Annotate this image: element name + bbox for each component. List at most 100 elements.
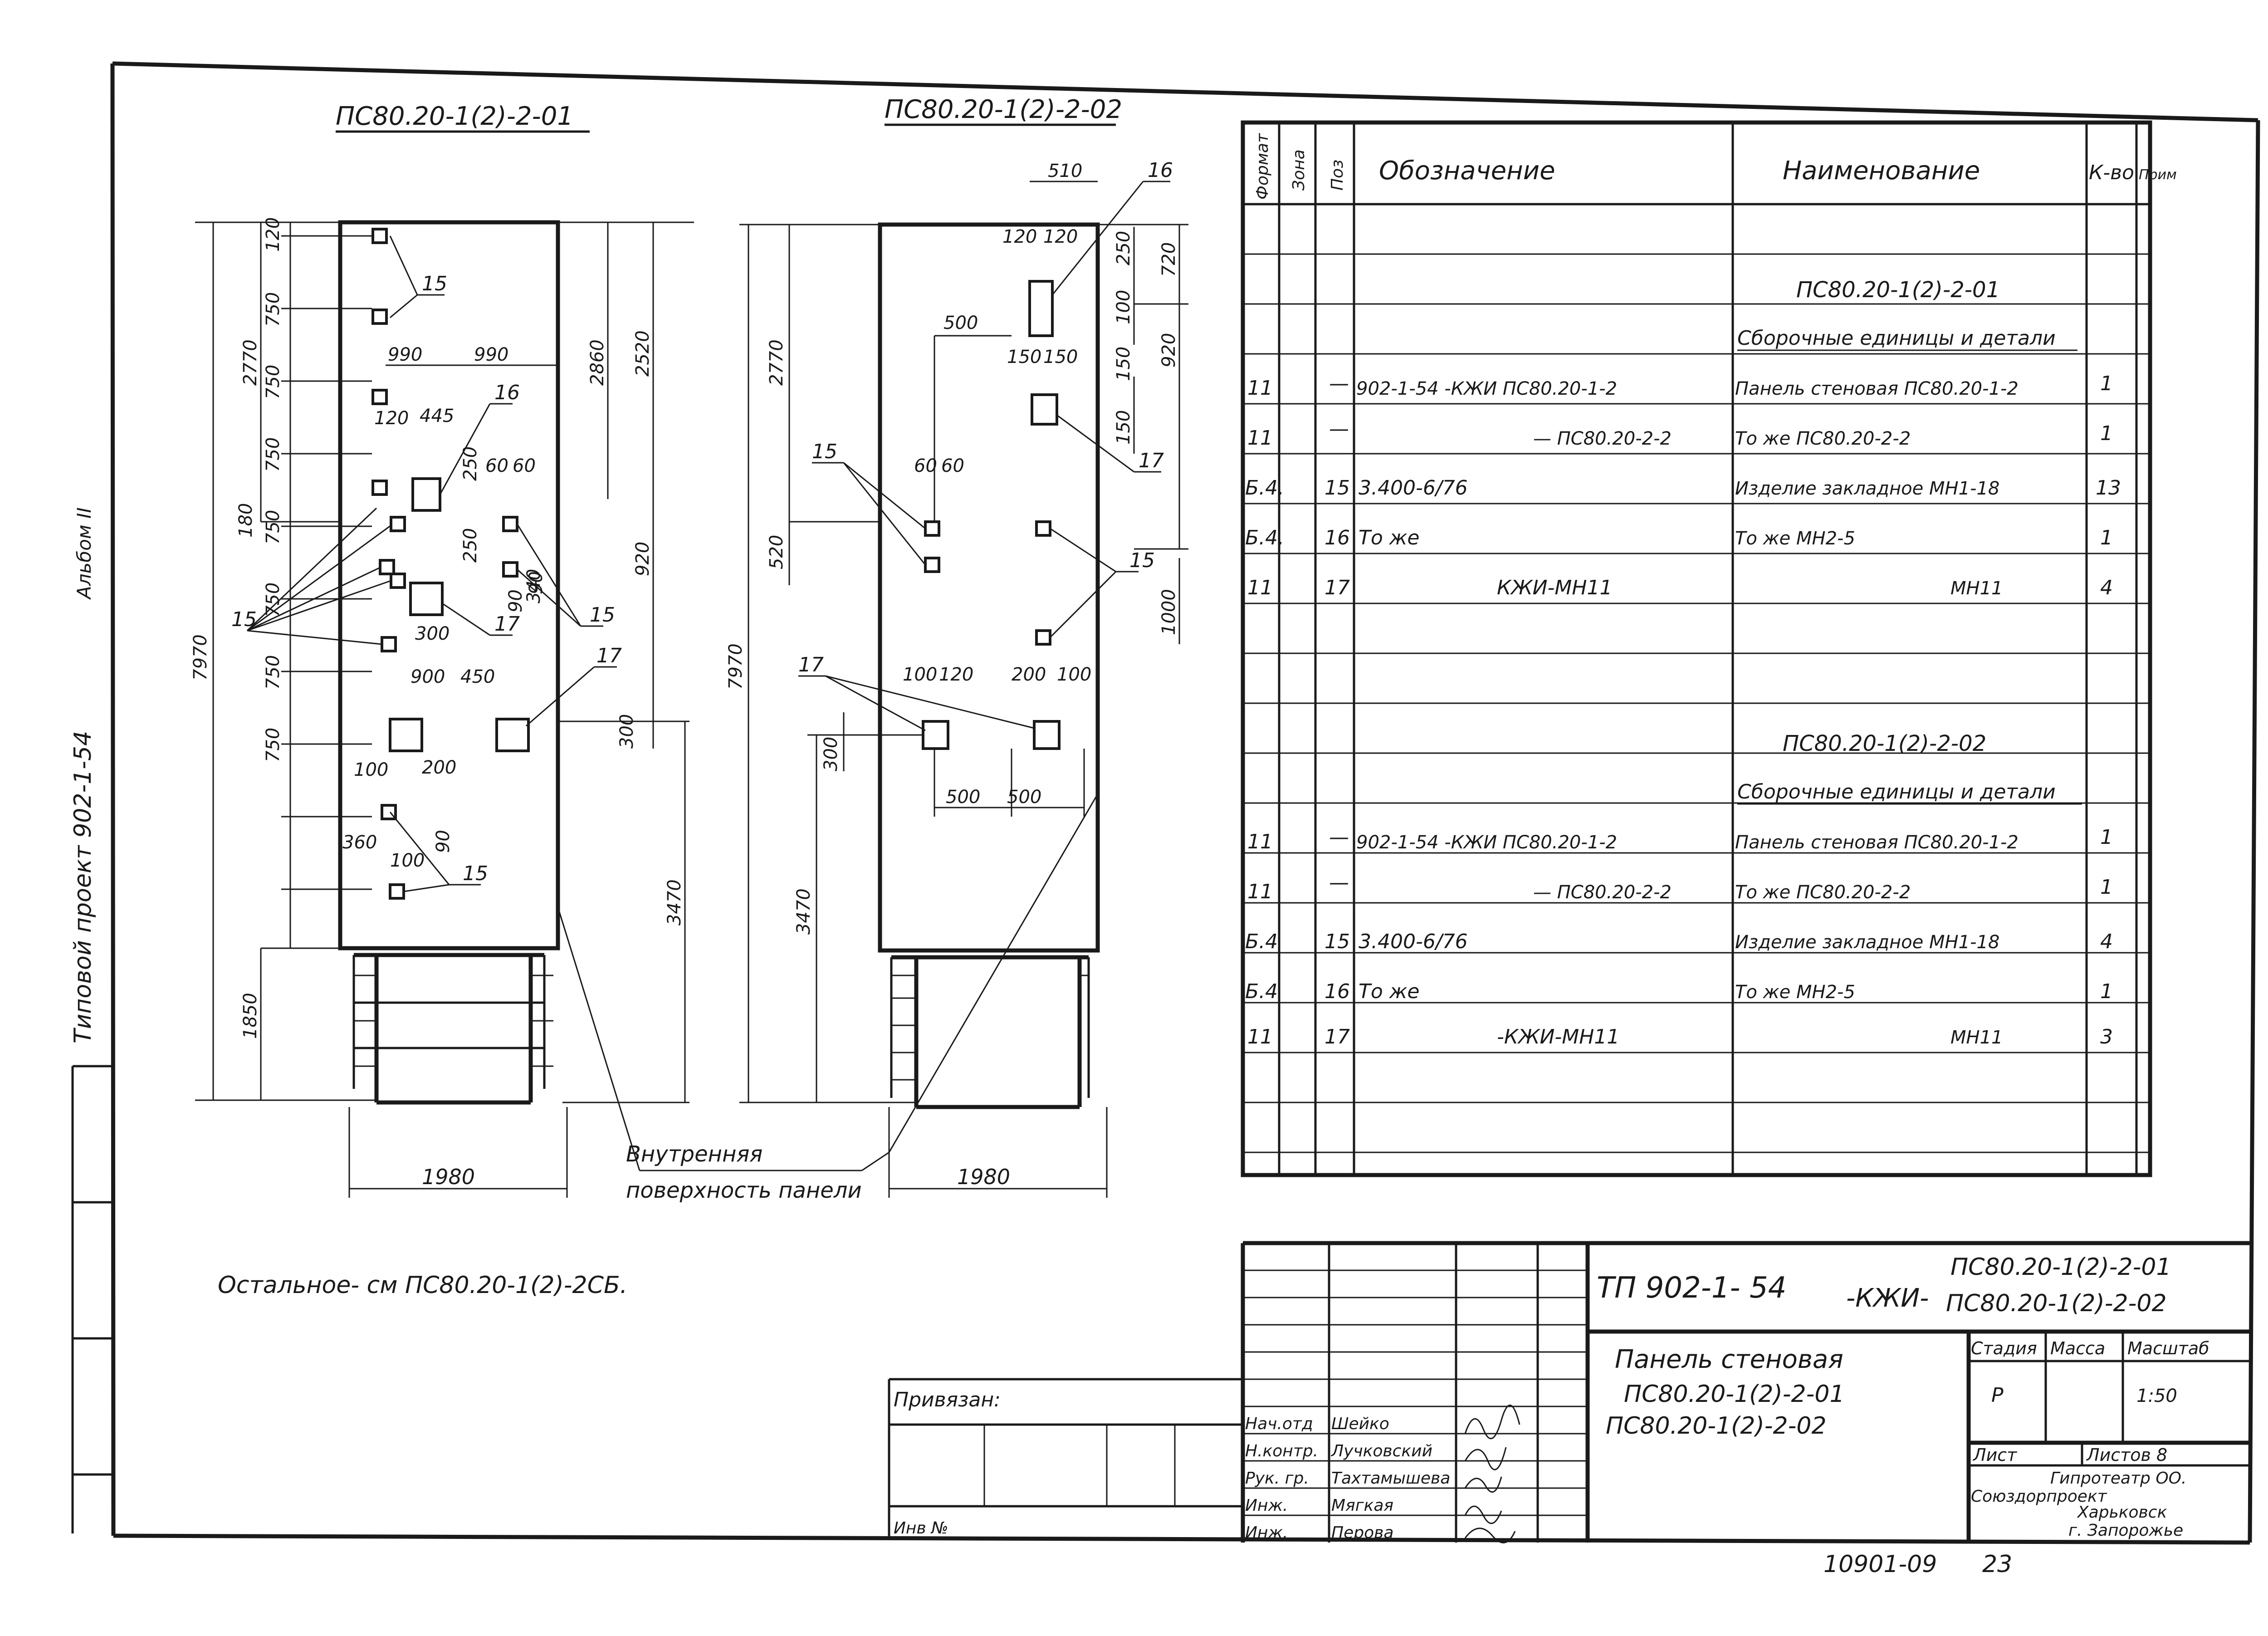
header-zone: Зона	[1290, 149, 1308, 191]
svg-text:Панель стеновая ПС80.20-1-2: Панель стеновая ПС80.20-1-2	[1735, 832, 2019, 853]
svg-text:15: 15	[1325, 930, 1350, 953]
stage-value: Р	[1991, 1384, 2004, 1407]
svg-text:1: 1	[2100, 372, 2113, 395]
drawing-2-title: ПС80.20-1(2)-2-02	[885, 95, 1122, 124]
svg-text:750: 750	[263, 292, 284, 327]
sheet-label: Лист	[1972, 1445, 2018, 1465]
panel-2-body	[878, 222, 1100, 953]
svg-text:15: 15	[231, 608, 257, 631]
svg-text:2520: 2520	[632, 330, 653, 377]
svg-text:То же ПС80.20-2-2: То же ПС80.20-2-2	[1735, 882, 1911, 903]
svg-text:360: 360	[342, 832, 377, 853]
svg-text:Лучковский: Лучковский	[1330, 1442, 1432, 1460]
svg-text:120: 120	[1043, 226, 1078, 247]
inv-label: Инв №	[894, 1519, 948, 1538]
svg-text:1000: 1000	[1158, 589, 1179, 635]
svg-text:16: 16	[494, 381, 520, 404]
drawing-1-title: ПС80.20-1(2)-2-01	[336, 102, 573, 131]
svg-text:100: 100	[1113, 290, 1134, 324]
drawing-2-dim-texts: 2770 520 7970 3470 300 250 720 100 920 1…	[725, 159, 1179, 1189]
svg-text:200: 200	[1012, 664, 1046, 685]
svg-text:15: 15	[590, 603, 615, 627]
svg-text:2860: 2860	[587, 339, 608, 386]
spec-table: Формат Зона Поз Обозначение Наименование…	[1241, 120, 2177, 1177]
svg-text:15: 15	[1129, 549, 1155, 572]
svg-text:17: 17	[1325, 1025, 1350, 1048]
svg-text:То же МН2-5: То же МН2-5	[1735, 982, 1855, 1003]
svg-text:90: 90	[526, 571, 547, 594]
svg-text:120: 120	[939, 664, 973, 685]
section-1-rows: 11 — 902-1-54 -КЖИ ПС80.20-1-2 Панель ст…	[1245, 372, 2121, 599]
svg-text:750: 750	[263, 655, 284, 690]
svg-text:100: 100	[354, 759, 388, 780]
table-row: Б.4	[1245, 930, 1278, 953]
svg-text:7970: 7970	[725, 643, 746, 690]
table-row: 11	[1247, 830, 1273, 853]
svg-text:—: —	[1329, 826, 1349, 849]
drawing-2-dimension-lines	[739, 181, 1188, 1198]
org-line-4: г. Запорожье	[2068, 1521, 2183, 1540]
svg-text:1850: 1850	[240, 993, 261, 1039]
doc-number: 10901-09	[1823, 1551, 1937, 1578]
table-row: Б.4	[1245, 980, 1278, 1003]
svg-text:100: 100	[903, 664, 937, 685]
drawing-1-leaders	[246, 235, 862, 1171]
svg-text:Тахтамышева: Тахтамышева	[1331, 1469, 1450, 1488]
privyazan-label: Привязан:	[894, 1388, 1001, 1411]
table-row: 11	[1247, 880, 1273, 903]
svg-text:16: 16	[1148, 159, 1173, 182]
svg-text:15: 15	[1325, 476, 1350, 500]
svg-text:Н.контр.: Н.контр.	[1245, 1442, 1318, 1460]
svg-text:Рук. гр.: Рук. гр.	[1245, 1469, 1309, 1488]
section-1-title: ПС80.20-1(2)-2-01	[1796, 277, 2000, 303]
header-designation: Обозначение	[1379, 156, 1555, 186]
svg-text:900: 900	[411, 666, 445, 687]
svg-text:15: 15	[422, 272, 447, 295]
svg-text:Шейко: Шейко	[1331, 1415, 1389, 1433]
table-row: 11	[1247, 576, 1273, 599]
svg-text:15: 15	[812, 440, 837, 463]
svg-text:60: 60	[914, 456, 937, 476]
drawing-1: ПС80.20-1(2)-2-01	[190, 102, 862, 1198]
section-2-rows: 11 — 902-1-54 -КЖИ ПС80.20-1-2 Панель ст…	[1245, 826, 2113, 1048]
scale-value: 1:50	[2136, 1386, 2177, 1406]
page-number: 23	[1982, 1551, 2012, 1578]
svg-text:-КЖИ-МН11: -КЖИ-МН11	[1497, 1025, 1619, 1048]
panel-1-plinth	[352, 953, 553, 1105]
table-row: 11	[1247, 377, 1273, 400]
svg-text:720: 720	[1158, 242, 1179, 277]
scale-label: Масштаб	[2127, 1338, 2209, 1358]
inner-surface-label-1: Внутренняя	[626, 1141, 763, 1167]
svg-text:100: 100	[1057, 664, 1091, 685]
section-2-title: ПС80.20-1(2)-2-02	[1783, 731, 1986, 756]
svg-text:3.400-6/76: 3.400-6/76	[1359, 476, 1468, 500]
svg-text:750: 750	[263, 583, 284, 617]
svg-text:150: 150	[1113, 410, 1134, 445]
svg-text:1: 1	[2100, 526, 2113, 549]
svg-text:90: 90	[505, 589, 526, 612]
svg-text:15: 15	[463, 862, 488, 885]
svg-text:—: —	[1329, 871, 1349, 894]
drawing-2-leaders	[798, 181, 1170, 1171]
drawing-2: ПС80.20-1(2)-2-02	[725, 95, 1188, 1198]
svg-text:990: 990	[388, 344, 422, 365]
svg-text:180: 180	[235, 503, 256, 538]
mass-label: Масса	[2050, 1338, 2105, 1358]
drawing-2-width: 1980	[957, 1165, 1010, 1189]
svg-text:250: 250	[460, 528, 481, 563]
svg-text:500: 500	[946, 787, 980, 808]
svg-text:60: 60	[941, 456, 964, 476]
drawing-1-dimension-lines	[195, 221, 694, 1198]
svg-text:Изделие закладное МН1-18: Изделие закладное МН1-18	[1735, 932, 1999, 953]
svg-text:90: 90	[433, 830, 454, 853]
drawing-code-suffix: -КЖИ-	[1846, 1283, 1929, 1313]
svg-text:750: 750	[263, 365, 284, 399]
svg-text:1: 1	[2100, 980, 2113, 1003]
album-vertical-text: Альбом II	[73, 507, 95, 600]
svg-text:520: 520	[766, 535, 787, 569]
drawing-1-dim-texts: 120 750 750 750 180 750 750 750 750 2770…	[190, 217, 685, 1189]
svg-text:150: 150	[1113, 347, 1134, 381]
table-row: 11	[1247, 1025, 1273, 1048]
svg-text:Мягкая: Мягкая	[1331, 1496, 1393, 1515]
